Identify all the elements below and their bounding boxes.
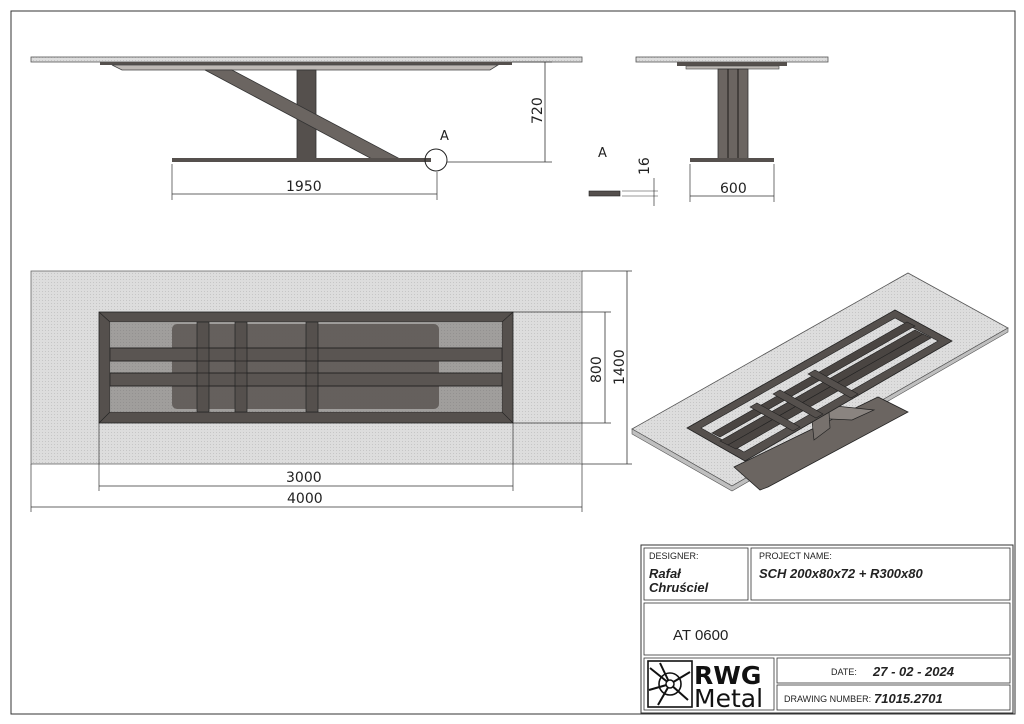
front-frame-rail: [100, 62, 512, 65]
title-block-frame: [640, 544, 1014, 714]
detail-a-marker: A: [440, 129, 449, 144]
date-cell: [776, 657, 1011, 684]
rwg-logo-icon: [647, 660, 693, 708]
logo-text-top: RWG: [694, 661, 761, 690]
iso-tabletop-edge: [631, 327, 1009, 492]
drawing-number-label: DRAWING NUMBER:: [784, 694, 871, 704]
dim-width-800: 800: [589, 356, 605, 383]
designer-cell: [643, 547, 749, 601]
sheet-border: [10, 10, 1016, 715]
top-frame-bevel-tr: [501, 311, 514, 323]
date-value: 27 - 02 - 2024: [872, 664, 955, 679]
dim-thickness-16: 16: [637, 157, 653, 175]
dim-length-4000: 4000: [287, 491, 323, 507]
code-cell: [643, 602, 1011, 656]
front-tabletop: [30, 56, 583, 63]
detail-a-plate: [588, 190, 621, 197]
front-base-plate: [172, 158, 431, 162]
side-tabletop: [635, 56, 829, 63]
drawing-number-cell: [776, 684, 1011, 711]
title-block: DESIGNER: Rafał Chruściel PROJECT NAME: …: [640, 544, 1014, 714]
iso-cross-bar-3: [807, 369, 859, 399]
isometric-view: [631, 272, 1009, 492]
dim-height-720: 720: [530, 97, 546, 124]
project-label: PROJECT NAME:: [759, 551, 832, 561]
dim-width-1400: 1400: [612, 349, 628, 385]
side-frame-rail: [677, 62, 787, 66]
date-label: DATE:: [831, 667, 857, 677]
top-frame-bevel-bl: [98, 411, 111, 424]
designer-label: DESIGNER:: [649, 551, 699, 561]
top-cross-bar-2: [234, 321, 248, 413]
detail-a-view: A 16: [588, 146, 658, 206]
side-post: [717, 68, 749, 160]
side-base-plate: [690, 158, 774, 162]
dim-length-3000: 3000: [286, 470, 322, 486]
iso-cross-bar-2: [772, 389, 824, 419]
project-name: SCH 200x80x72 + R300x80: [759, 566, 923, 581]
front-frame-tray: [111, 64, 500, 71]
side-view: 600: [635, 56, 829, 202]
top-cross-bar-3: [305, 321, 319, 413]
designer-last-name: Chruściel: [649, 580, 709, 595]
project-cell: [750, 547, 1011, 601]
top-cross-bar-1: [196, 321, 210, 413]
designer-first-name: Rafał: [649, 566, 682, 581]
iso-cross-bar-1: [749, 402, 801, 432]
detail-a-label: A: [598, 146, 607, 161]
top-view: 1400 800 3000 4000: [30, 270, 632, 512]
side-frame-tray: [685, 65, 780, 70]
drawing-number-value: 71015.2701: [874, 691, 943, 706]
front-view: A 720 1950: [30, 56, 583, 200]
top-frame-bevel-tl: [98, 311, 111, 323]
detail-a-callout-circle: [424, 148, 448, 172]
drawing-code: AT 0600: [673, 627, 728, 644]
top-base-plate-under: [172, 324, 439, 409]
logo-text-bottom: Metal: [694, 684, 763, 713]
dim-length-1950: 1950: [286, 179, 322, 195]
top-frame-bevel-br: [501, 411, 514, 424]
logo-cell: [643, 657, 775, 711]
dim-width-600: 600: [720, 181, 747, 197]
